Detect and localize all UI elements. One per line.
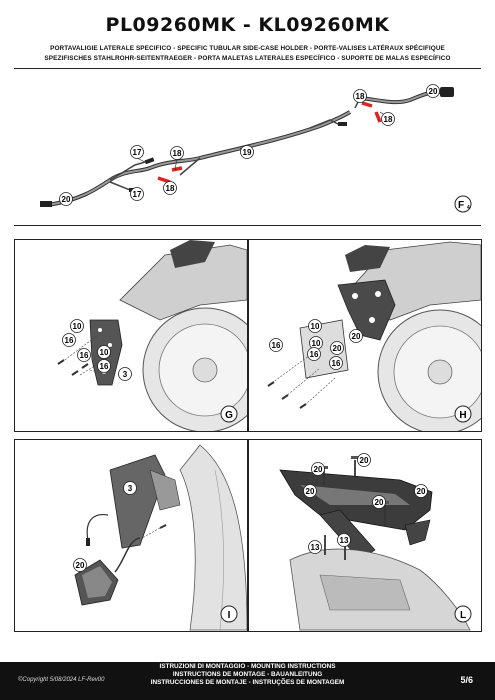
svg-text:18: 18 <box>166 184 175 193</box>
section-divider <box>14 225 481 226</box>
instructions-line-3: INSTRUCCIONES DE MONTAJE - INSTRUÇÕES DE… <box>150 679 345 686</box>
callout-18 <box>353 89 367 103</box>
copyright: ©Copyright 5/08/2024 LF-Rev00 <box>18 677 105 683</box>
panel-f-diagram: 20 18 18 17 18 18 19 17 20 F 4 <box>40 84 472 213</box>
page-number: 5/6 <box>460 675 473 685</box>
svg-text:4: 4 <box>467 205 470 211</box>
footer-bar <box>0 662 495 700</box>
callout-18 <box>163 181 177 195</box>
callout-18 <box>381 112 395 126</box>
red-terminal <box>157 176 171 184</box>
instructions-line-1: ISTRUZIONI DI MONTAGGIO - MOUNTING INSTR… <box>159 663 336 670</box>
svg-text:18: 18 <box>356 92 365 101</box>
callout-20 <box>426 84 440 98</box>
svg-text:18: 18 <box>384 115 393 124</box>
callout-label: 20 <box>429 87 438 96</box>
subtitle-line-1: PORTAVALIGIE LATERALE SPECIFICO - SPECIF… <box>50 45 445 52</box>
panel-tag-f <box>454 195 472 213</box>
header-divider <box>14 68 481 69</box>
panel-h-frame <box>248 239 482 432</box>
red-terminal <box>171 166 183 172</box>
callout-19 <box>240 145 254 159</box>
subtitle-line-2: SPEZIFISCHES STAHLROHR-SEITENTRAEGER - P… <box>44 55 451 62</box>
connector-plug <box>40 201 52 207</box>
callout-20 <box>59 192 73 206</box>
red-terminal <box>361 101 373 108</box>
panel-i-frame <box>14 439 248 632</box>
svg-text:20: 20 <box>62 195 71 204</box>
page-title: PL09260MK - KL09260MK <box>105 14 390 36</box>
svg-text:F: F <box>458 200 464 211</box>
svg-text:19: 19 <box>243 148 252 157</box>
red-terminal <box>374 111 382 123</box>
svg-text:17: 17 <box>133 190 142 199</box>
instructions-line-2: INSTRUCTIONS DE MONTAGE - BAUANLEITUNG <box>172 671 323 678</box>
svg-text:18: 18 <box>173 149 182 158</box>
connector-plug-right <box>440 87 454 97</box>
callout-17 <box>130 145 144 159</box>
callout-18 <box>170 146 184 160</box>
callout-17 <box>130 187 144 201</box>
panel-l-frame <box>248 439 482 632</box>
svg-text:17: 17 <box>133 148 142 157</box>
panel-g-frame <box>14 239 248 432</box>
